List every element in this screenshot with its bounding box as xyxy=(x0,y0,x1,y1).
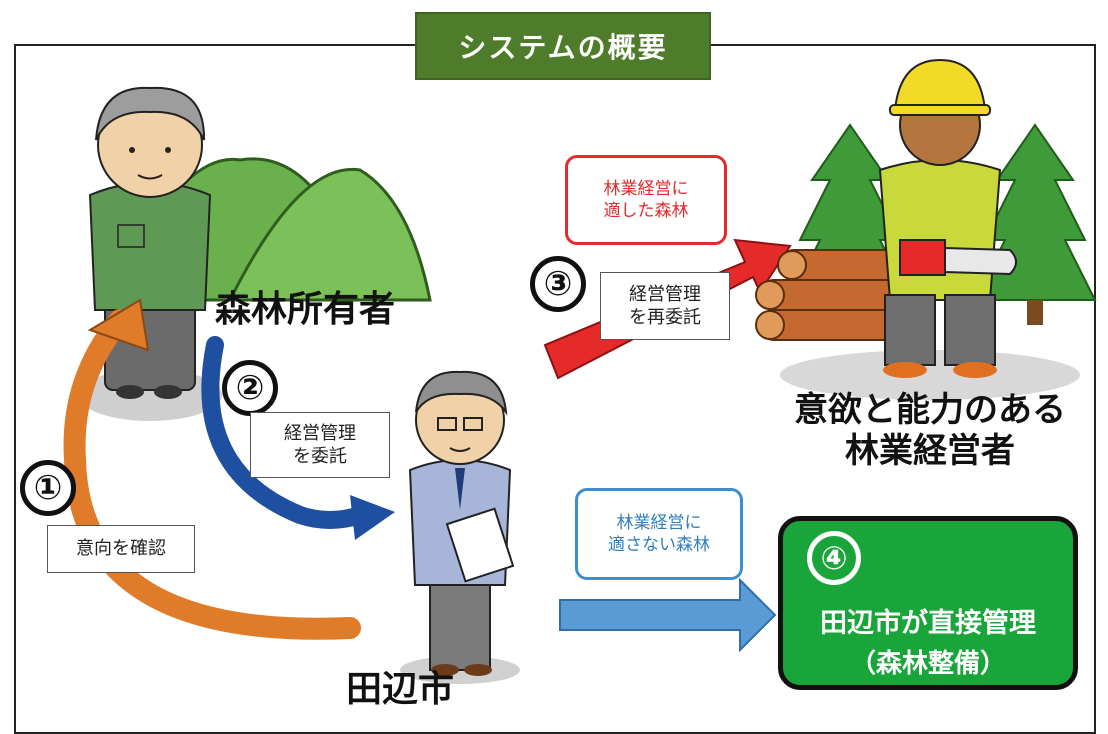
step3-label-line2: を再委託 xyxy=(629,307,701,328)
forestry-worker-figure xyxy=(878,58,1017,378)
step2-label: 経営管理 を委託 xyxy=(250,412,390,478)
step2-arrow xyxy=(201,336,395,540)
step4-label-line1: 田辺市が直接管理 xyxy=(820,608,1036,639)
step1-number: ① xyxy=(20,460,76,516)
step4-number: ④ xyxy=(807,531,861,585)
forest-owner-label: 森林所有者 xyxy=(214,289,395,330)
step4-arrow xyxy=(559,577,777,653)
city-official-figure xyxy=(400,370,520,684)
unsuitable-forest-box: 林業経営に 適さない森林 xyxy=(575,488,743,580)
unsuitable-forest-line1: 林業経営に xyxy=(616,512,702,533)
suitable-forest-box: 林業経営に 適した森林 xyxy=(565,155,727,245)
step1-arrow xyxy=(63,298,361,640)
step2-label-line2: を委託 xyxy=(293,446,347,467)
forestry-manager-line2: 林業経営者 xyxy=(845,431,1015,472)
log-pile-illustration xyxy=(755,249,1080,400)
forest-owner-figure xyxy=(78,86,222,421)
step3-number: ③ xyxy=(530,256,586,312)
forestry-manager-line1: 意欲と能力のある xyxy=(794,390,1066,430)
suitable-forest-line2: 適した森林 xyxy=(603,201,689,221)
forestry-manager-label: 意欲と能力のある 林業経営者 xyxy=(760,390,1100,473)
step4-label-line2: （森林整備） xyxy=(849,649,1006,679)
step3-label-line1: 経営管理 xyxy=(629,283,701,305)
diagram-title: システムの概要 xyxy=(415,12,711,80)
city-label: 田辺市 xyxy=(345,669,454,710)
step2-number: ② xyxy=(222,360,278,416)
step2-label-line1: 経営管理 xyxy=(284,422,356,444)
step1-label: 意向を確認 xyxy=(47,525,195,573)
step3-label: 経営管理 を再委託 xyxy=(600,272,730,340)
suitable-forest-line1: 林業経営に xyxy=(603,178,689,199)
step4-direct-management-box: ④ 田辺市が直接管理 （森林整備） xyxy=(778,516,1078,690)
unsuitable-forest-line2: 適さない森林 xyxy=(608,535,710,555)
